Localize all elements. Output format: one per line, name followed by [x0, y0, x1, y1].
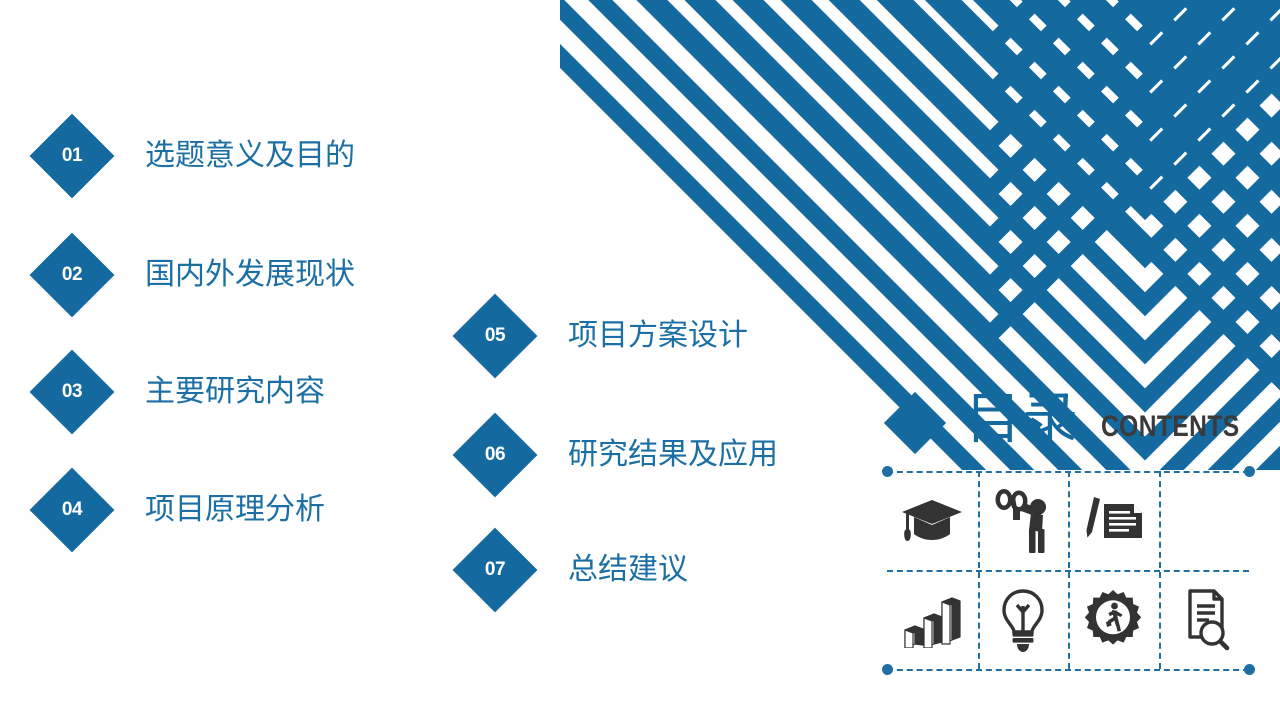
toc-number-diamond: 05: [452, 293, 538, 379]
grid-line-horizontal-bottom: [887, 669, 1249, 671]
diamond-bullet-icon: [883, 391, 947, 455]
document-magnifier-icon: [1188, 588, 1230, 650]
person-binoculars-icon: [995, 488, 1046, 553]
toc-item-label: 主要研究内容: [145, 375, 325, 408]
toc-number-diamond: 02: [29, 232, 115, 318]
contents-title: 目录 CONTENTS: [883, 387, 1270, 458]
toc-number-diamond: 03: [29, 349, 115, 435]
toc-item-label: 国内外发展现状: [145, 258, 355, 291]
grid-line-vertical-1: [977, 471, 980, 669]
toc-item-number: 07: [484, 559, 506, 580]
contents-title-chinese: 目录: [965, 387, 1079, 452]
toc-item-04[interactable]: 04 项目原理分析: [29, 467, 325, 553]
toc-item-number: 05: [484, 325, 506, 346]
grid-dashed-lines: [882, 466, 1255, 675]
icon-grid: [882, 466, 1255, 675]
grid-corner-dot-bottom-left: [882, 664, 893, 675]
gear-person-icon: [1085, 589, 1142, 645]
icon-cell-graduation[interactable]: [887, 471, 978, 570]
grid-corner-dot-top-left: [882, 466, 893, 477]
icon-cell-writing[interactable]: [1068, 471, 1159, 570]
toc-item-label: 研究结果及应用: [568, 438, 778, 471]
grid-line-vertical-2: [1068, 471, 1070, 669]
contents-title-english: CONTENTS: [1101, 410, 1240, 443]
toc-item-number: 04: [61, 499, 83, 520]
toc-number-diamond: 07: [452, 527, 538, 613]
toc-item-02[interactable]: 02 国内外发展现状: [29, 232, 355, 318]
toc-item-number: 06: [484, 444, 506, 465]
pen-document-icon: [1086, 496, 1143, 538]
toc-item-label: 项目方案设计: [568, 319, 748, 352]
grid-corner-dot-top-right: [1244, 466, 1255, 477]
toc-number-diamond: 01: [29, 113, 115, 199]
toc-item-number: 01: [61, 145, 83, 166]
toc-item-06[interactable]: 06 研究结果及应用: [452, 412, 778, 498]
grid-line-vertical-3: [1158, 471, 1161, 669]
icon-cell-statistics[interactable]: [887, 570, 978, 669]
icon-cell-process[interactable]: [1068, 570, 1159, 669]
grid-corner-dot-bottom-right: [1244, 664, 1255, 675]
graduation-cap-icon: [902, 499, 963, 541]
toc-item-number: 02: [61, 264, 83, 285]
toc-item-07[interactable]: 07 总结建议: [452, 527, 688, 613]
toc-item-number: 03: [61, 381, 83, 402]
icon-cell-idea[interactable]: [978, 570, 1069, 669]
lightbulb-icon: [1002, 588, 1044, 652]
toc-number-diamond: 04: [29, 467, 115, 553]
icon-cell-review[interactable]: [1159, 570, 1250, 669]
toc-item-03[interactable]: 03 主要研究内容: [29, 349, 325, 435]
toc-number-diamond: 06: [452, 412, 538, 498]
toc-item-label: 总结建议: [568, 553, 688, 586]
toc-item-label: 选题意义及目的: [145, 139, 355, 172]
icon-cell-empty: [1159, 471, 1250, 570]
bar-chart-3d-icon: [904, 596, 961, 648]
toc-item-label: 项目原理分析: [145, 493, 325, 526]
toc-item-05[interactable]: 05 项目方案设计: [452, 293, 748, 379]
toc-item-01[interactable]: 01 选题意义及目的: [29, 113, 355, 199]
icon-cell-observation[interactable]: [978, 471, 1069, 570]
icon-grid-cells: [887, 471, 1249, 669]
